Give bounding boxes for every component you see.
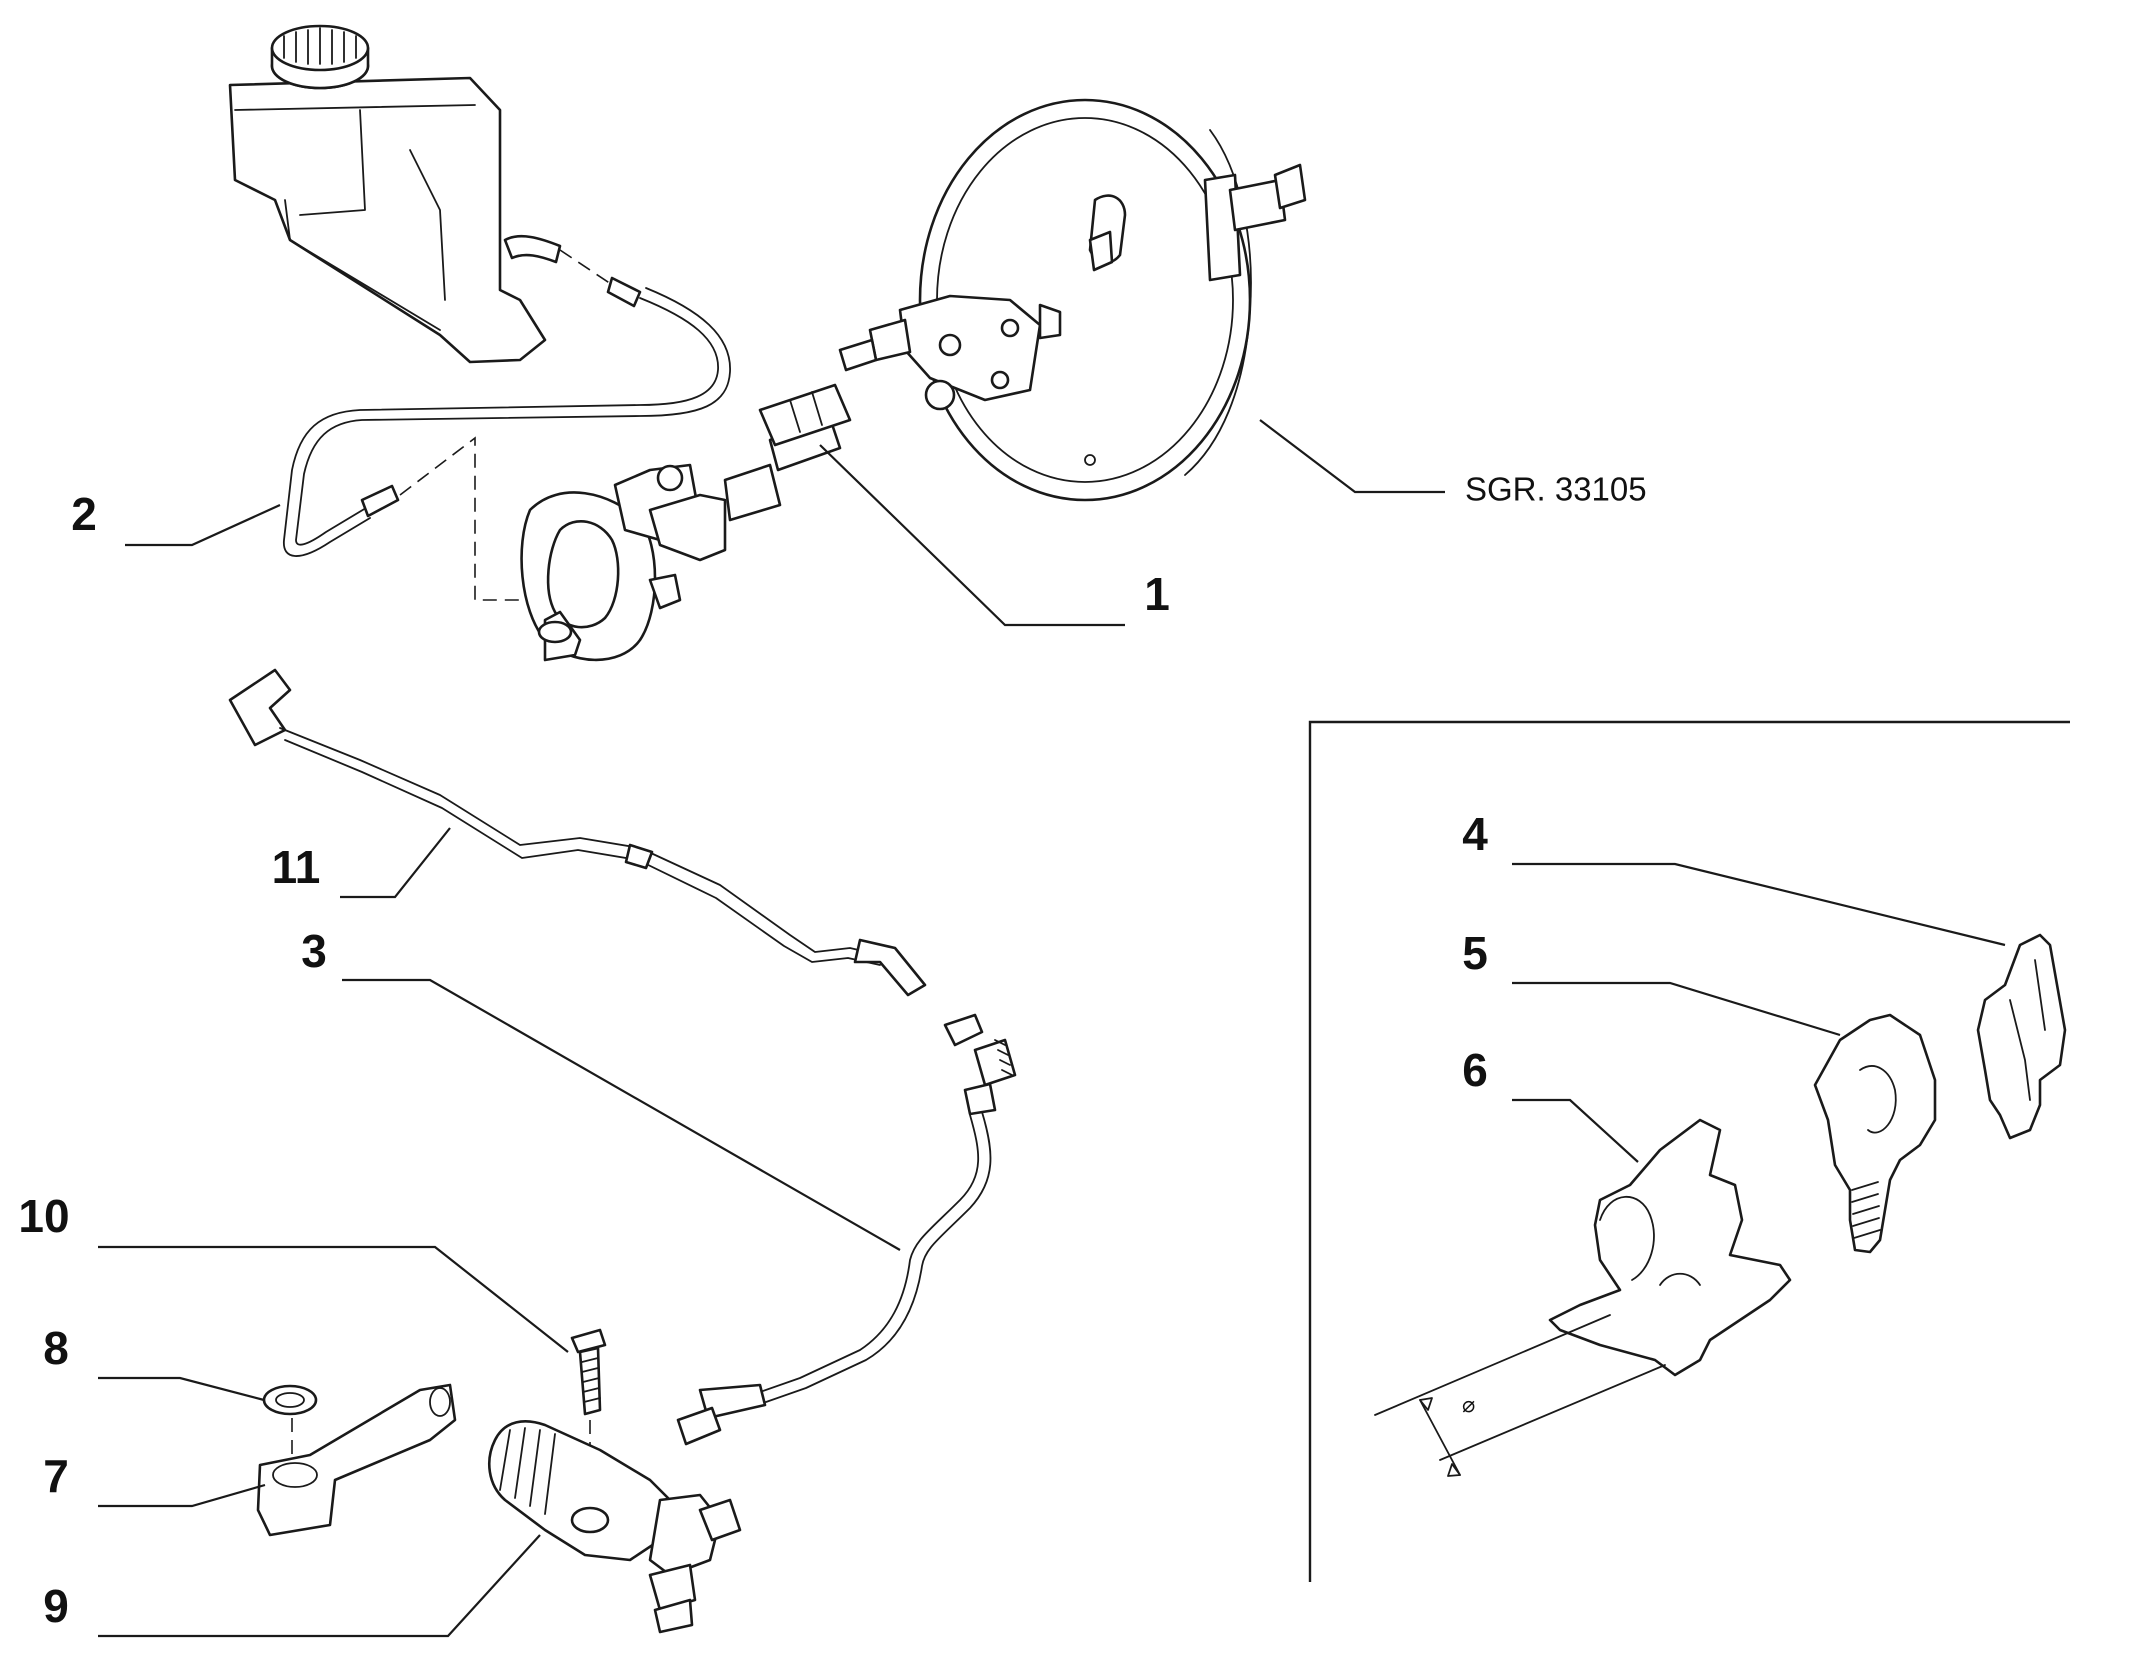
leader-5	[1512, 981, 1841, 1037]
callout-11: 11	[272, 841, 321, 893]
callout-4: 4	[1462, 808, 1488, 860]
hose-2	[283, 276, 731, 557]
callout-8: 8	[43, 1322, 69, 1374]
leader-reference	[1259, 419, 1445, 494]
lever-7	[256, 1383, 457, 1537]
callout-2: 2	[71, 488, 97, 540]
reference-label: SGR. 33105	[1465, 471, 1647, 508]
leader-6	[1512, 1098, 1639, 1163]
leader-10	[98, 1245, 569, 1353]
callout-1: 1	[1144, 568, 1170, 620]
leader-3	[342, 978, 901, 1251]
leader-8	[98, 1376, 265, 1402]
pipe-3	[676, 1013, 1017, 1446]
callout-6: 6	[1462, 1044, 1488, 1096]
clip-4	[1976, 933, 2067, 1140]
leader-11	[340, 827, 451, 899]
slave-cylinder-9	[488, 1420, 742, 1634]
diameter-symbol: ⌀	[1462, 1393, 1475, 1418]
brake-booster	[838, 98, 1307, 502]
inset-frame	[1308, 720, 2070, 1582]
clip-6	[1548, 1118, 1792, 1377]
leader-1	[819, 444, 1125, 627]
master-cylinder-1	[520, 383, 852, 662]
callout-7: 7	[43, 1450, 69, 1502]
callout-5: 5	[1462, 927, 1488, 979]
diameter-dimension: ⌀	[1374, 1314, 1666, 1477]
callout-9: 9	[43, 1580, 69, 1632]
leader-4	[1512, 862, 2006, 947]
callout-10: 10	[18, 1190, 69, 1242]
fluid-reservoir	[228, 24, 562, 364]
ring-8	[262, 1384, 318, 1416]
leader-2	[125, 503, 281, 547]
bolt-10	[570, 1328, 607, 1416]
pipe-11	[228, 668, 927, 997]
clip-5	[1813, 1013, 1937, 1254]
callout-3: 3	[301, 925, 327, 977]
leader-9	[98, 1534, 541, 1638]
leader-7	[98, 1483, 266, 1508]
